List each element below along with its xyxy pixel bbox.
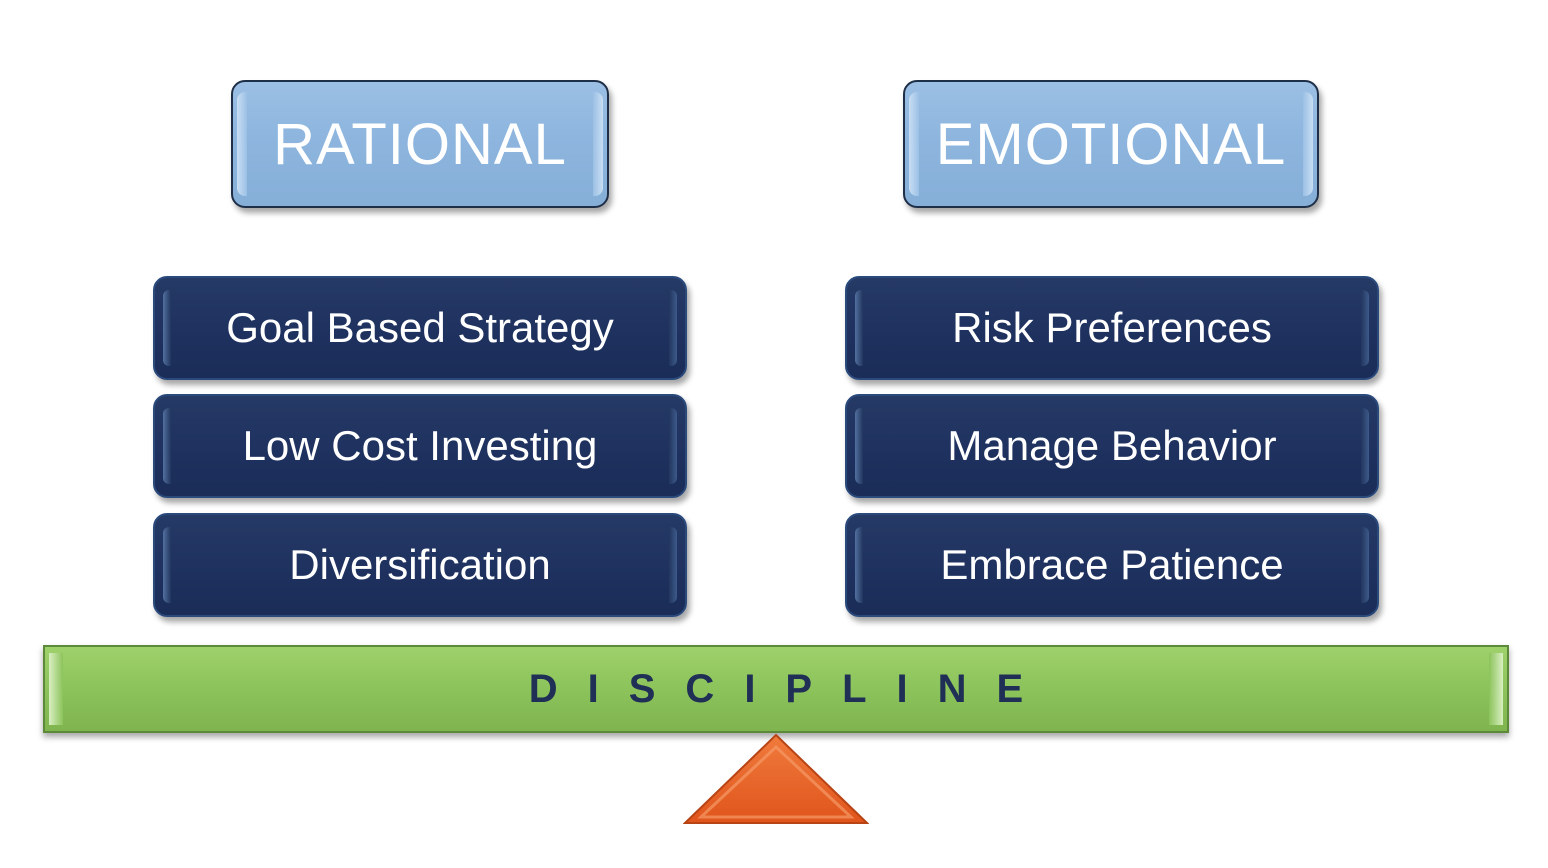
discipline-beam: DISCIPLINE <box>43 645 1509 733</box>
emotional-header: EMOTIONAL <box>903 80 1319 208</box>
emotional-header-label: EMOTIONAL <box>935 111 1287 177</box>
item-label: Manage Behavior <box>947 422 1277 469</box>
rational-header-label: RATIONAL <box>273 111 567 177</box>
emotional-item-risk-preferences: Risk Preferences <box>845 276 1379 380</box>
emotional-item-manage-behavior: Manage Behavior <box>845 394 1379 498</box>
item-label: Diversification <box>289 541 551 588</box>
rational-item-goal-based-strategy: Goal Based Strategy <box>153 276 687 380</box>
fulcrum-triangle <box>683 733 869 824</box>
item-label: Goal Based Strategy <box>226 304 614 351</box>
item-label: Embrace Patience <box>940 541 1284 588</box>
discipline-label: DISCIPLINE <box>528 666 1054 711</box>
emotional-item-embrace-patience: Embrace Patience <box>845 513 1379 617</box>
item-label: Risk Preferences <box>952 304 1272 351</box>
item-label: Low Cost Investing <box>242 422 598 469</box>
rational-header: RATIONAL <box>231 80 609 208</box>
rational-item-diversification: Diversification <box>153 513 687 617</box>
rational-item-low-cost-investing: Low Cost Investing <box>153 394 687 498</box>
